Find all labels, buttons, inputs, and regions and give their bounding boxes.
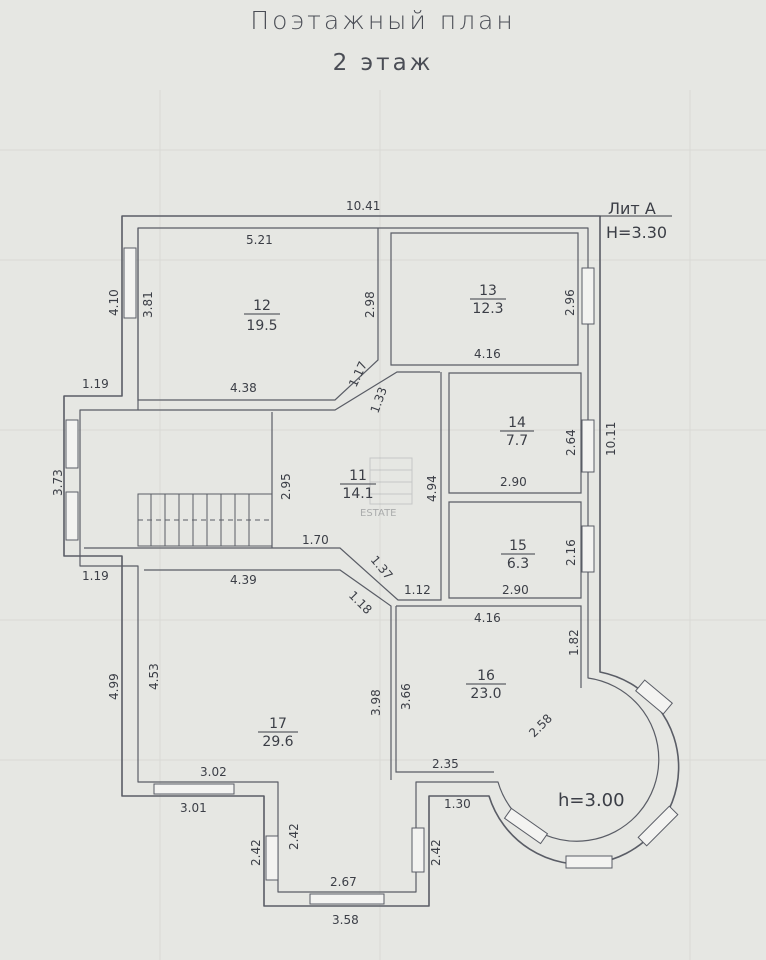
room-area: 12.3: [472, 301, 503, 317]
window: [565, 855, 613, 869]
plan-title: Поэтажный план: [250, 6, 516, 35]
dim-label: 4.94: [425, 475, 439, 502]
dim-label: 4.38: [230, 381, 257, 395]
window: [65, 491, 79, 541]
dim-label: 1.19: [82, 569, 109, 583]
bay-height-label: h=3.00: [558, 790, 625, 811]
dim-label: 4.53: [147, 663, 161, 690]
watermark-text: ESTATE: [360, 508, 397, 519]
room-area: 23.0: [470, 686, 501, 702]
room-number: 14: [508, 415, 526, 431]
dim-label: 1.18: [346, 588, 375, 617]
dim-label: 4.16: [474, 611, 501, 625]
watermark-logo: ESTATE: [360, 457, 413, 519]
window: [65, 419, 79, 469]
dim-label: 1.30: [444, 797, 471, 811]
background-grid: [0, 90, 766, 960]
floor-label: 2 этаж: [332, 50, 434, 76]
dim-label: 4.39: [230, 573, 257, 587]
window: [123, 247, 137, 319]
dim-label: 2.98: [363, 291, 377, 318]
dim-label: 1.37: [368, 553, 396, 582]
dim-label: 1.70: [302, 533, 329, 547]
window: [411, 827, 425, 873]
dim-label: 2.16: [564, 539, 578, 566]
room-area: 14.1: [342, 486, 373, 502]
room-labels: 12 19.5 13 12.3 11 14.1 14 7.7 15 6.3 16…: [244, 283, 535, 750]
dim-label: 2.58: [526, 711, 555, 740]
windows: [65, 247, 679, 905]
staircase: [137, 493, 273, 547]
dim-label: 3.58: [332, 913, 359, 927]
room-area: 29.6: [262, 734, 293, 750]
room-number: 13: [479, 283, 497, 299]
liter-name: Лит А: [608, 199, 656, 218]
dim-label: 10.41: [346, 199, 380, 213]
interior-walls: [84, 228, 582, 780]
room-number: 11: [349, 468, 367, 484]
dim-label: 2.35: [432, 757, 459, 771]
dim-label: 4.16: [474, 347, 501, 361]
dim-label: 3.66: [399, 683, 413, 710]
dim-label: 2.42: [429, 839, 443, 866]
room-number: 12: [253, 298, 271, 314]
window: [265, 835, 279, 881]
liter-height: H=3.30: [606, 223, 667, 242]
window: [581, 525, 595, 573]
room-number: 15: [509, 538, 527, 554]
dim-label: 3.81: [141, 291, 155, 318]
dim-label: 2.90: [500, 475, 527, 489]
room-number: 17: [269, 716, 287, 732]
window: [637, 805, 679, 847]
dim-label: 1.33: [368, 385, 390, 415]
dim-label: 2.96: [563, 289, 577, 316]
dim-label: 2.42: [249, 839, 263, 866]
window: [503, 807, 549, 845]
window: [635, 679, 673, 715]
room-number: 16: [477, 668, 495, 684]
dim-label: 3.02: [200, 765, 227, 779]
window: [153, 783, 235, 795]
room-area: 19.5: [246, 318, 277, 334]
window: [581, 419, 595, 473]
dim-label: 2.67: [330, 875, 357, 889]
dim-label: 4.10: [107, 289, 121, 316]
dim-label: 1.12: [404, 583, 431, 597]
dimensions: 10.41 5.21 3.81 2.98 4.38 1.17 4.10 1.19…: [51, 199, 618, 927]
window: [581, 267, 595, 325]
window: [309, 893, 385, 905]
dim-label: 10.11: [604, 422, 618, 456]
dim-label: 2.95: [279, 473, 293, 500]
dim-label: 3.73: [51, 469, 65, 496]
dim-label: 5.21: [246, 233, 273, 247]
dim-label: 2.64: [564, 429, 578, 456]
dim-label: 1.19: [82, 377, 109, 391]
dim-label: 2.42: [287, 823, 301, 850]
liter-label: Лит А H=3.30: [600, 199, 672, 242]
room-area: 7.7: [506, 433, 528, 449]
dim-label: 4.99: [107, 673, 121, 700]
dim-label: 1.82: [567, 629, 581, 656]
dim-label: 3.98: [369, 689, 383, 716]
dim-label: 3.01: [180, 801, 207, 815]
dim-label: 2.90: [502, 583, 529, 597]
dim-label: 1.17: [346, 359, 370, 389]
room-area: 6.3: [507, 556, 529, 572]
